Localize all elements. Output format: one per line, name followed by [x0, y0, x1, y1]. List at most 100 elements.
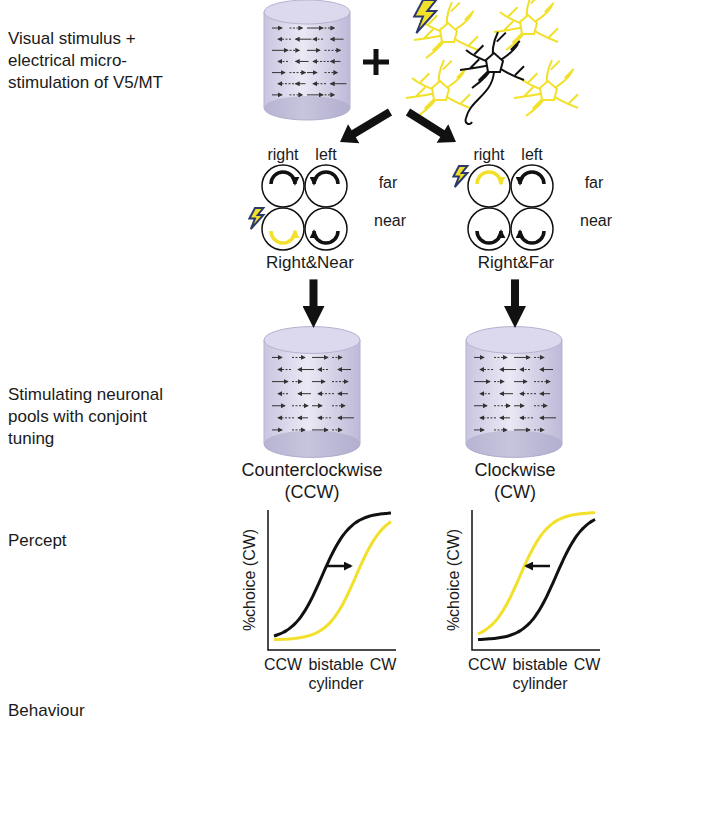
tuning-pool: [262, 208, 304, 250]
motion-dot-arrow: [318, 369, 328, 370]
motion-dot-arrow: [514, 429, 530, 430]
stimulated-curve: [274, 522, 391, 640]
node-text: right: [473, 145, 504, 164]
motion-dot-arrow: [272, 50, 288, 51]
motion-dot-arrow: [325, 28, 335, 29]
motion-dot-arrow: [540, 369, 553, 370]
tuning-pool: [468, 165, 510, 207]
rotation-arrow: [271, 172, 295, 184]
node-text: left: [315, 145, 336, 164]
motion-dot-arrow: [338, 417, 354, 418]
motion-dot-arrow: [312, 405, 322, 406]
plus-sign: [363, 49, 389, 75]
tuning-grid: rightleftfarnearRight&Far: [455, 140, 615, 276]
motion-dot-arrow: [292, 429, 305, 430]
motion-dot-arrow: [331, 83, 347, 84]
node-text: Right&Far: [478, 253, 555, 273]
node-text: near: [374, 211, 406, 230]
cylinder-top: [466, 327, 562, 354]
motion-dot-arrow: [520, 369, 530, 370]
tuning-pool: [511, 165, 553, 207]
motion-dot-arrow: [278, 393, 288, 394]
motion-dot-arrow: [534, 357, 544, 358]
cylinder-body: [264, 340, 360, 457]
plot-panel: %choice (CW)CCWbistable cylinderCW: [434, 505, 606, 696]
soma: [440, 23, 457, 42]
motion-dot-arrow: [272, 28, 282, 29]
electrode-wire: [466, 72, 494, 124]
motion-dot-arrow: [313, 39, 323, 40]
node-text: Right&Near: [266, 253, 354, 273]
control-curve: [478, 519, 595, 639]
stimulation-bolt: [453, 166, 467, 187]
motion-dot-arrow: [520, 393, 536, 394]
motion-dot-arrow: [298, 393, 311, 394]
motion-dot-arrow: [514, 381, 527, 382]
soma: [486, 53, 503, 72]
motion-dot-arrow: [474, 381, 490, 382]
motion-dot-arrow: [278, 39, 291, 40]
pool-circle: [305, 165, 347, 207]
node-text: CCW: [264, 655, 302, 674]
cylinder-bottom: [264, 96, 350, 120]
motion-dot-arrow: [272, 429, 282, 430]
motion-dot-arrow: [290, 28, 303, 29]
node-text: far: [585, 173, 604, 192]
motion-dot-arrow: [494, 357, 507, 358]
motion-dot-arrow: [540, 393, 550, 394]
motion-dot-arrow: [480, 393, 490, 394]
stimulation-bolt: [414, 0, 436, 33]
motion-dot-arrow: [332, 405, 345, 406]
tuning-grid: rightleftfarnearRight&Near: [250, 140, 410, 276]
motion-dot-arrow: [272, 381, 288, 382]
pool-circle: [262, 165, 304, 207]
node-text: near: [580, 211, 612, 230]
soma: [520, 15, 537, 34]
motion-dot-arrow: [278, 369, 291, 370]
rotation-arrow: [271, 231, 295, 243]
motion-dot-arrow: [278, 83, 294, 84]
axes: [472, 510, 600, 650]
motion-dot-arrow: [332, 357, 342, 358]
node-text: bistable cylinder: [301, 655, 371, 693]
rotation-arrow: [477, 231, 501, 243]
motion-dot-arrow: [534, 429, 544, 430]
row-label: Behaviour: [8, 700, 158, 722]
pool-circle: [468, 165, 510, 207]
motion-dot-arrow: [480, 369, 493, 370]
cylinder-body: [466, 340, 562, 457]
motion-dot-arrow: [318, 393, 334, 394]
tuning-pool: [511, 208, 553, 250]
motion-dot-arrow: [338, 369, 351, 370]
motion-dot-arrow: [325, 94, 335, 95]
motion-dot-arrow: [474, 429, 484, 430]
motion-dot-arrow: [296, 83, 306, 84]
axes: [268, 510, 396, 650]
axis-title: %choice (CW): [240, 529, 259, 631]
row-label: Stimulating neuronal pools with conjoint…: [8, 384, 188, 450]
pool-circle: [511, 208, 553, 250]
motion-dot-arrow: [474, 357, 484, 358]
rotation-arrow: [314, 172, 338, 184]
flow-arrow: [310, 279, 318, 306]
motion-dot-arrow: [480, 417, 496, 418]
rotation-arrow: [477, 172, 501, 184]
motion-dot-arrow: [272, 72, 285, 73]
axis-title: %choice (CW): [444, 529, 463, 631]
shift-arrow: [327, 565, 351, 568]
row-label: Percept: [8, 530, 158, 552]
node-text: CCW: [468, 655, 506, 674]
pool-circle: [262, 208, 304, 250]
motion-dot-arrow: [272, 94, 282, 95]
motion-dot-arrow: [325, 72, 338, 73]
motion-dot-arrow: [500, 369, 516, 370]
motion-dot-arrow: [290, 72, 306, 73]
motion-dot-arrow: [534, 405, 547, 406]
motion-dot-arrow: [500, 393, 513, 394]
motion-dot-arrow: [534, 381, 550, 382]
motion-dot-arrow: [313, 83, 326, 84]
neuron: [406, 60, 470, 116]
motion-dot-arrow: [338, 393, 348, 394]
motion-dot-arrow: [296, 39, 312, 40]
